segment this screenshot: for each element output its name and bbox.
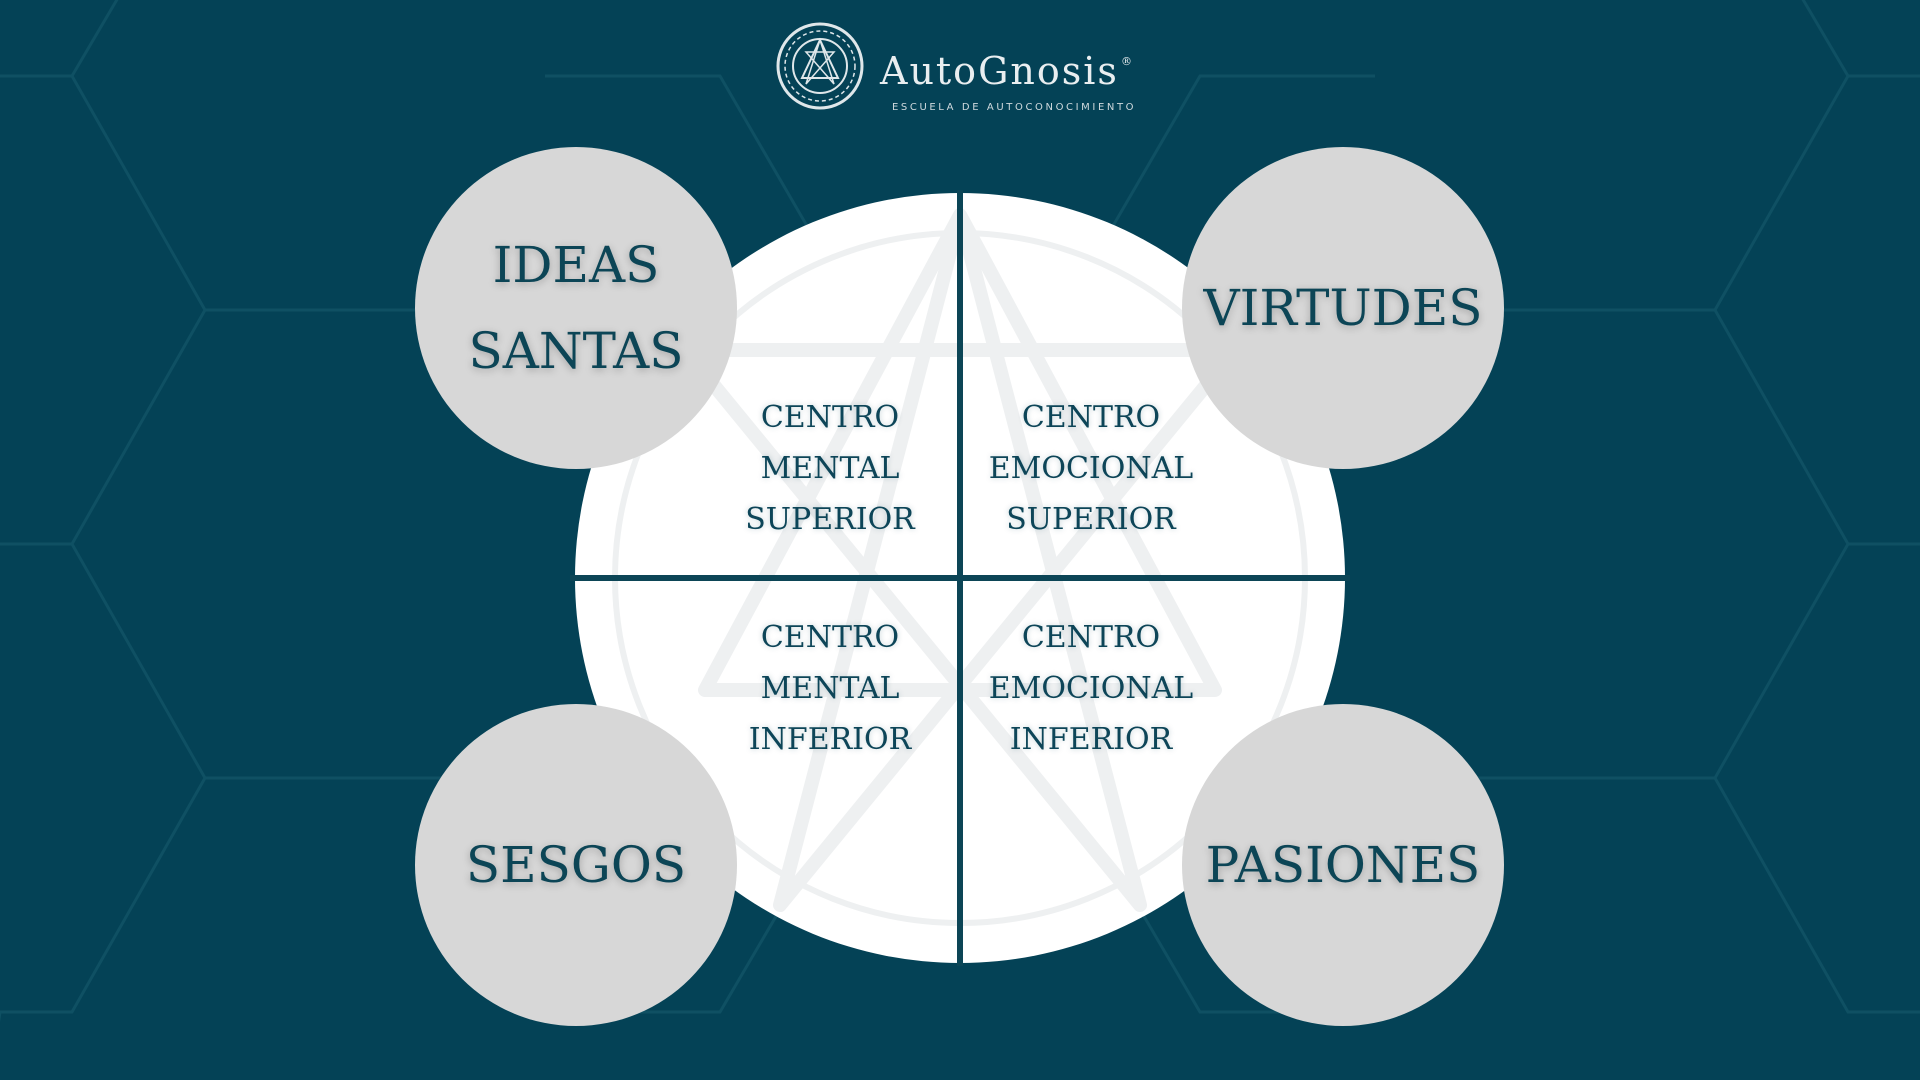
quadrant-mental-inferior: CENTRO MENTAL INFERIOR <box>748 620 912 757</box>
bubble-virtudes: VIRTUDES <box>1182 147 1504 469</box>
bubble-pasiones: PASIONES <box>1182 704 1504 1026</box>
quadrant-emocional-superior: CENTRO EMOCIONAL SUPERIOR <box>988 400 1194 537</box>
bubble-ideas-santas: IDEAS SANTAS <box>415 147 737 469</box>
brand-name: AutoGnosis® <box>880 49 1134 93</box>
enneagram-seal-icon <box>776 22 864 110</box>
quadrant-emocional-inferior: CENTRO EMOCIONAL INFERIOR <box>988 620 1194 757</box>
bubble-sesgos: SESGOS <box>415 704 737 1026</box>
brand-tagline: ESCUELA DE AUTOCONOCIMIENTO <box>892 102 1137 113</box>
quadrant-mental-superior: CENTRO MENTAL SUPERIOR <box>745 400 915 537</box>
brand-logo: AutoGnosis® ESCUELA DE AUTOCONOCIMIENTO <box>776 22 1156 113</box>
